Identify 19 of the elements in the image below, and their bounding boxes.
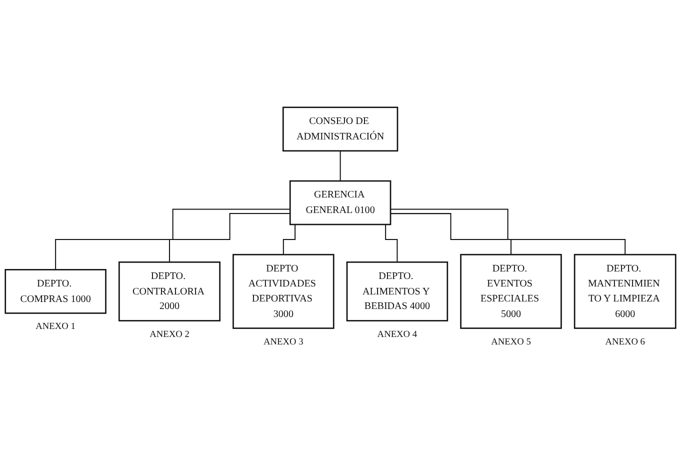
annex-label: ANEXO 3 xyxy=(264,337,304,348)
connector xyxy=(390,213,512,256)
node-box: GERENCIA GENERAL 0100 xyxy=(289,180,392,226)
annex-label: ANEXO 2 xyxy=(150,330,190,340)
connector xyxy=(390,208,626,256)
node-box: DEPTO. ALIMENTOS Y BEBIDAS 4000 xyxy=(346,262,448,322)
connector xyxy=(55,208,290,270)
node-box: CONSEJO DE ADMINISTRACIÓN xyxy=(282,106,398,152)
annex-label: ANEXO 6 xyxy=(605,337,645,348)
connector xyxy=(169,213,290,263)
node-box: DEPTO. EVENTOS ESPECIALES 5000 xyxy=(460,254,562,330)
annex-label: ANEXO 1 xyxy=(36,322,76,332)
annex-label: ANEXO 5 xyxy=(491,337,531,348)
node-box: DEPTO. MANTENIMIEN TO Y LIMPIEZA 6000 xyxy=(574,254,676,330)
annex-label: ANEXO 4 xyxy=(377,330,418,340)
node-box: DEPTO ACTIVIDADES DEPORTIVAS 3000 xyxy=(232,254,334,330)
node-box: DEPTO. COMPRAS 1000 xyxy=(4,269,106,314)
connector xyxy=(340,150,341,182)
node-box: DEPTO. CONTRALORIA 2000 xyxy=(118,262,220,322)
